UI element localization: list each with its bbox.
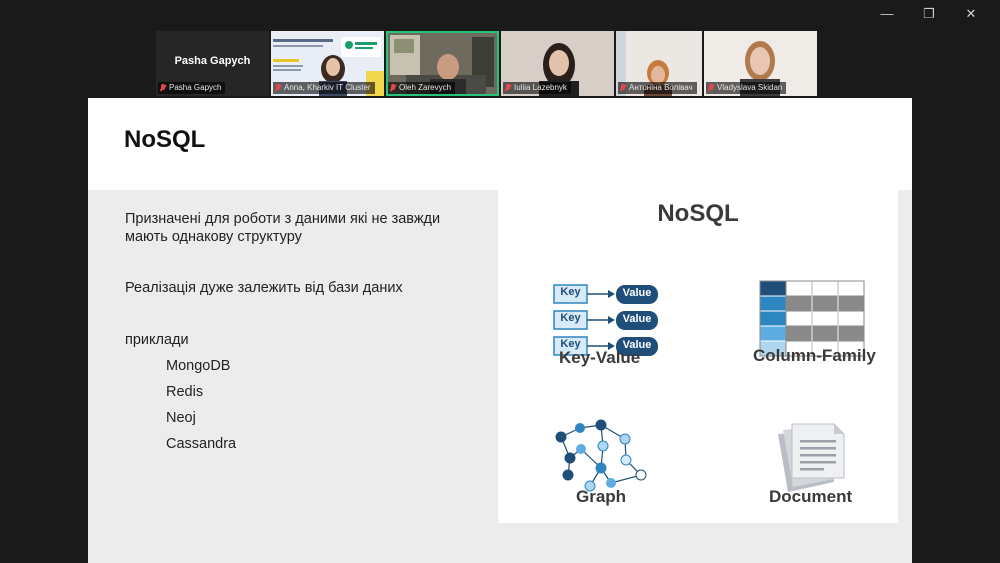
participant-tile[interactable]: Pasha Gapych Pasha Gapych [156, 31, 269, 96]
participant-tile[interactable]: Oleh Zarevych [386, 31, 499, 96]
participant-tile[interactable]: Антоніна Волівач [616, 31, 702, 96]
slide-paragraph: Реалізація дуже залежить від бази даних [125, 280, 403, 296]
participant-display-name: Pasha Gapych [174, 55, 251, 67]
participant-name: Pasha Gapych [169, 83, 222, 92]
participant-name: Антоніна Волівач [629, 83, 693, 92]
participant-name-bar: Vladyslava Skidan [706, 82, 787, 94]
graph-label: Graph [576, 487, 627, 506]
muted-mic-icon [160, 84, 166, 92]
close-icon[interactable]: ✕ [965, 6, 977, 21]
participant-name-bar: Iuliia Lazebnyk [503, 82, 571, 94]
participant-tile[interactable]: Vladyslava Skidan [704, 31, 817, 96]
participant-name-bar: Anna, Kharkiv IT Cluster [273, 82, 375, 94]
muted-mic-icon [275, 84, 281, 92]
muted-mic-icon [620, 84, 626, 92]
value-label: Value [622, 287, 652, 299]
document-icon [778, 423, 845, 492]
graph-nodes [555, 419, 647, 492]
key-label: Key [560, 312, 581, 324]
nosql-figure: NoSQL Key-Value Column-Family Graph Docu… [498, 190, 898, 523]
slide-paragraph-line: Призначені для роботи з даними які не за… [125, 211, 441, 227]
column-family-icon [759, 280, 865, 357]
participant-name-bar: Pasha Gapych [158, 82, 226, 94]
participant-tile[interactable]: Iuliia Lazebnyk [501, 31, 614, 96]
example-item: Redis [166, 384, 204, 400]
example-item: MongoDB [166, 358, 231, 374]
muted-mic-icon [708, 84, 714, 92]
example-item: Cassandra [166, 436, 237, 452]
muted-mic-icon [505, 84, 511, 92]
example-item: Neoj [166, 410, 196, 426]
column-family-label: Column-Family [753, 346, 876, 365]
slide-paragraph-line: мають однакову структуру [125, 229, 302, 245]
window-controls: — ❐ ✕ [876, 6, 982, 22]
examples-label: приклади [125, 332, 189, 348]
nosql-diagram [553, 280, 865, 492]
muted-mic-icon [390, 84, 396, 92]
participant-name: Iuliia Lazebnyk [514, 83, 567, 92]
participant-gallery: Pasha Gapych Pasha Gapych Anna, Kharkiv … [156, 31, 817, 96]
shared-slide: NoSQL Призначені для роботи з даними які… [88, 98, 912, 563]
participant-tile[interactable]: Anna, Kharkiv IT Cluster [271, 31, 384, 96]
minimize-icon[interactable]: — [880, 6, 894, 21]
key-value-icon [553, 284, 658, 356]
participant-name: Anna, Kharkiv IT Cluster [284, 83, 371, 92]
participant-name: Oleh Zarevych [399, 83, 452, 92]
participant-name: Vladyslava Skidan [717, 83, 783, 92]
key-value-label: Key-Value [559, 348, 641, 367]
participant-name-bar: Антоніна Волівач [618, 82, 697, 94]
restore-icon[interactable]: ❐ [923, 6, 935, 21]
slide-title: NoSQL [124, 126, 206, 153]
figure-title: NoSQL [657, 200, 739, 227]
document-label: Document [769, 487, 853, 506]
participant-name-bar: Oleh Zarevych [388, 82, 456, 94]
slide-header: NoSQL [88, 98, 912, 190]
value-label: Value [622, 339, 652, 351]
key-label: Key [560, 338, 581, 350]
value-label: Value [622, 313, 652, 325]
key-label: Key [560, 286, 581, 298]
